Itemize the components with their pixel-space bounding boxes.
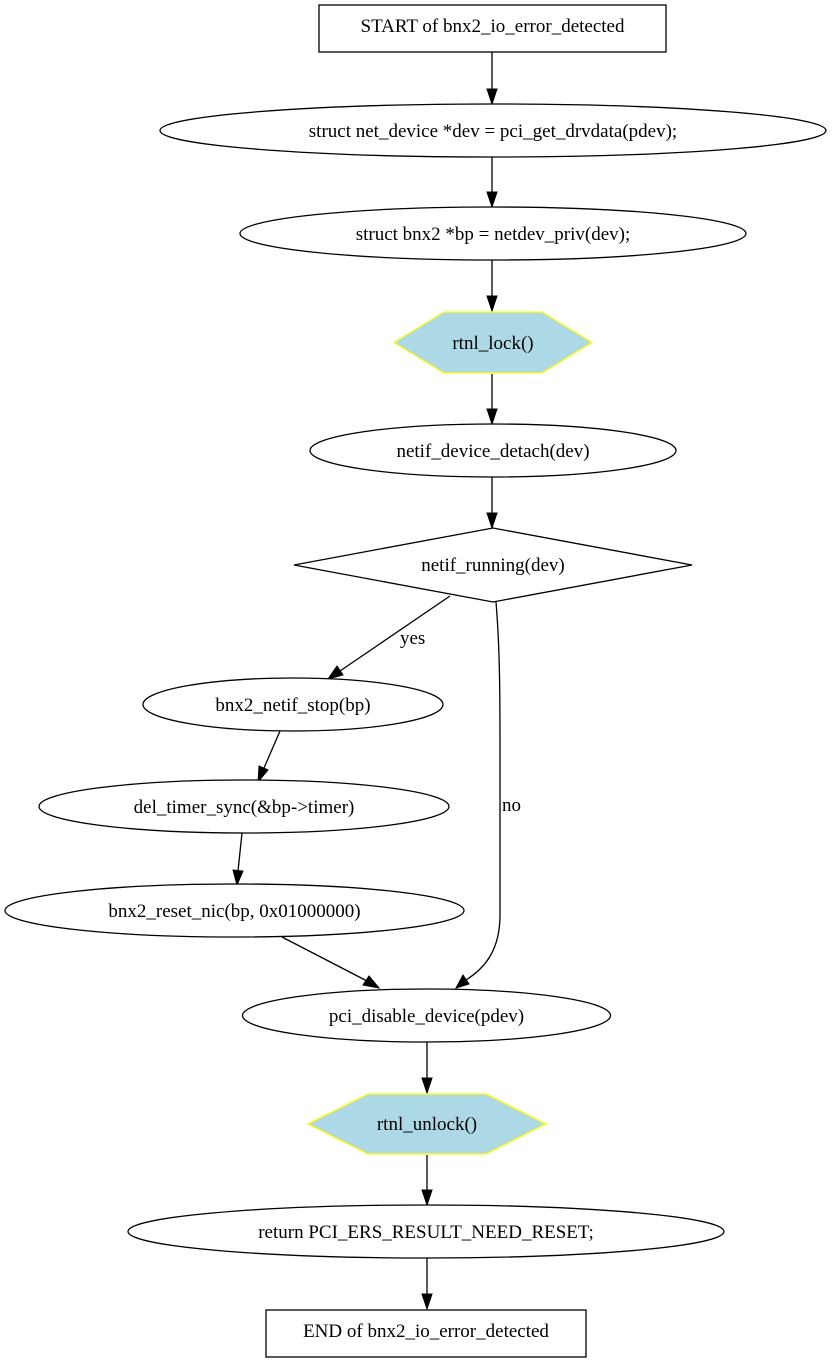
node-running-label: netif_running(dev) <box>421 555 565 576</box>
node-bp-decl: struct bnx2 *bp = netdev_priv(dev); <box>239 206 747 261</box>
node-reset-nic-label: bnx2_reset_nic(bp, 0x01000000) <box>108 901 360 922</box>
node-detach-label: netif_device_detach(dev) <box>396 441 589 462</box>
node-rtnl-lock-label: rtnl_lock() <box>452 333 533 354</box>
edges: yes no <box>232 52 521 1311</box>
node-detach: netif_device_detach(dev) <box>309 423 677 478</box>
node-running: netif_running(dev) <box>293 527 693 603</box>
edge-pci-disable-to-rtnl-unlock <box>421 1042 433 1095</box>
node-return: return PCI_ERS_RESULT_NEED_RESET; <box>127 1204 725 1259</box>
edge-running-no: no <box>454 601 521 989</box>
node-dev-decl: struct net_device *dev = pci_get_drvdata… <box>159 103 827 158</box>
node-end-label: END of bnx2_io_error_detected <box>303 1321 549 1342</box>
node-end: END of bnx2_io_error_detected <box>265 1309 587 1358</box>
node-dev-decl-label: struct net_device *dev = pci_get_drvdata… <box>309 121 677 142</box>
edge-bp-decl-to-rtnl-lock <box>486 260 498 313</box>
edge-label-yes: yes <box>400 628 425 649</box>
edge-label-no: no <box>502 795 521 816</box>
edge-del-timer-to-reset-nic <box>232 832 244 887</box>
edge-reset-nic-to-pci-disable <box>281 936 381 989</box>
node-rtnl-unlock: rtnl_unlock() <box>306 1093 548 1155</box>
node-reset-nic: bnx2_reset_nic(bp, 0x01000000) <box>4 883 465 938</box>
node-rtnl-lock: rtnl_lock() <box>392 311 594 374</box>
nodes: START of bnx2_io_error_detected struct n… <box>4 4 827 1358</box>
edge-running-yes: yes <box>326 595 451 680</box>
node-start-label: START of bnx2_io_error_detected <box>361 16 625 37</box>
edge-start-to-dev-decl <box>486 52 498 106</box>
node-del-timer: del_timer_sync(&bp->timer) <box>38 779 450 834</box>
edge-detach-to-running <box>486 477 498 530</box>
edge-rtnl-unlock-to-return <box>421 1155 433 1207</box>
node-bp-decl-label: struct bnx2 *bp = netdev_priv(dev); <box>356 224 631 245</box>
node-netif-stop-label: bnx2_netif_stop(bp) <box>215 695 370 716</box>
edge-rtnl-lock-to-detach <box>486 374 498 426</box>
edge-return-to-end <box>421 1258 433 1311</box>
node-start: START of bnx2_io_error_detected <box>318 4 667 53</box>
node-del-timer-label: del_timer_sync(&bp->timer) <box>134 797 355 818</box>
node-pci-disable-label: pci_disable_device(pdev) <box>329 1006 524 1027</box>
node-return-label: return PCI_ERS_RESULT_NEED_RESET; <box>258 1222 594 1243</box>
node-rtnl-unlock-label: rtnl_unlock() <box>377 1114 477 1135</box>
edge-dev-decl-to-bp-decl <box>486 157 498 209</box>
edge-netif-stop-to-del-timer <box>257 730 281 784</box>
node-pci-disable: pci_disable_device(pdev) <box>241 988 612 1043</box>
node-netif-stop: bnx2_netif_stop(bp) <box>142 677 444 732</box>
